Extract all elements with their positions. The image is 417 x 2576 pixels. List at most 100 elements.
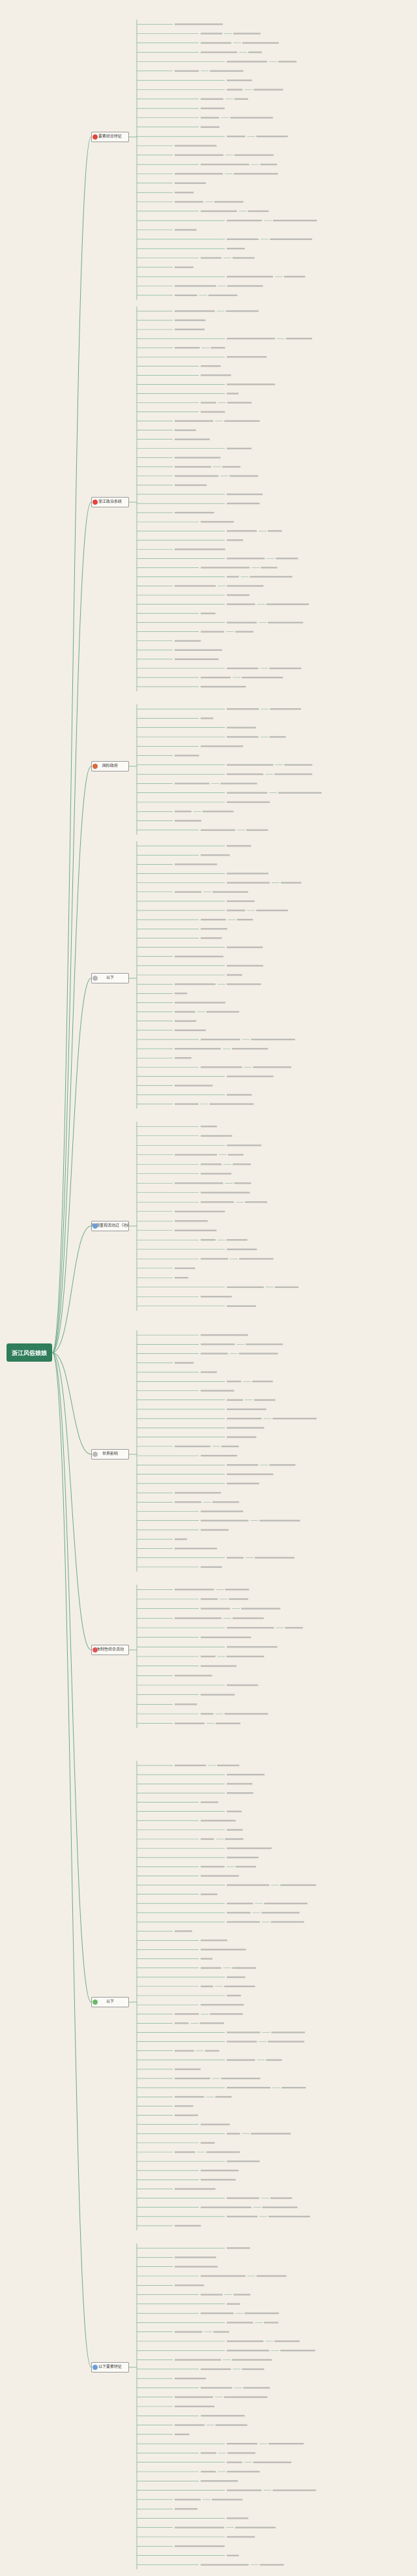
branch-node[interactable]: 浙江政治系统 <box>91 497 129 507</box>
leaf-node-text-placeholder <box>201 1343 235 1345</box>
leaf-node-text-placeholder <box>260 163 278 166</box>
subtree-trunk <box>129 307 137 691</box>
leaf-node-text-placeholder <box>227 2340 264 2343</box>
leaf-node-text-placeholder <box>175 145 217 147</box>
leaf-node-text-placeholder <box>175 649 223 651</box>
dot-icon <box>93 976 98 981</box>
leaf-node-text-placeholder <box>227 1976 246 1978</box>
branch-node[interactable]: 以下 <box>91 1997 129 2007</box>
leaf-node-text-placeholder <box>256 135 288 138</box>
leaf-node-text-placeholder <box>175 2331 203 2333</box>
leaf-node-text-placeholder <box>175 891 202 893</box>
leaf-node-text-placeholder <box>201 2170 239 2172</box>
leaf-node-text-placeholder <box>227 1557 244 1559</box>
leaf-node-text-placeholder <box>227 1154 244 1156</box>
leaf-node-text-placeholder <box>227 2160 260 2163</box>
leaf-node-text-placeholder <box>227 285 263 287</box>
leaf-node-text-placeholder <box>175 457 221 458</box>
leaf-node-text-placeholder <box>231 1047 268 1050</box>
leaf-node-text-placeholder <box>201 631 225 633</box>
leaf-node-text-placeholder <box>201 2452 217 2454</box>
leaf-node-text-placeholder <box>175 1103 199 1105</box>
leaf-node-text-placeholder <box>264 2322 279 2324</box>
leaf-node-text-placeholder <box>229 475 259 477</box>
leaf-node-text-placeholder <box>175 2013 199 2015</box>
leaf-node-text-placeholder <box>201 1163 222 1165</box>
leaf-node-text-placeholder <box>201 1066 242 1068</box>
leaf-node-text-placeholder <box>227 1075 274 1077</box>
leaf-node-text-placeholder <box>201 918 226 921</box>
leaf-node-text-placeholder <box>266 2059 282 2061</box>
leaf-node-text-placeholder <box>175 2224 201 2227</box>
leaf-node-text-placeholder <box>175 475 219 477</box>
leaf-node-text-placeholder <box>175 983 216 985</box>
leaf-node-text-placeholder <box>268 2215 310 2218</box>
leaf-node-text-placeholder <box>201 2275 246 2277</box>
leaf-node-text-placeholder <box>226 983 261 985</box>
leaf-node-text-placeholder <box>213 2331 229 2333</box>
leaf-node-text-placeholder <box>201 98 223 100</box>
leaf-node-text-placeholder <box>262 2206 298 2208</box>
leaf-node-text-placeholder <box>242 42 279 44</box>
root-node[interactable]: 浙江风俗娘娘 <box>7 1343 52 1362</box>
leaf-node-text-placeholder <box>224 420 260 422</box>
leaf-node-text-placeholder <box>227 801 270 803</box>
flag-icon <box>93 500 98 505</box>
branch-connector <box>51 1225 92 1353</box>
leaf-node-text-placeholder <box>210 70 244 72</box>
leaf-node-text-placeholder <box>227 447 252 449</box>
leaf-node-text-placeholder <box>227 2247 250 2249</box>
leaf-node-text-placeholder <box>226 1239 248 1241</box>
leaf-node-text-placeholder <box>227 2461 242 2463</box>
leaf-node-text-placeholder <box>175 1020 197 1022</box>
leaf-node-text-placeholder <box>175 1538 187 1540</box>
leaf-node-text-placeholder <box>245 1201 268 1203</box>
leaf-node-text-placeholder <box>227 1248 257 1250</box>
leaf-node-text-placeholder <box>269 238 313 241</box>
leaf-node-text-placeholder <box>227 946 263 948</box>
leaf-node-text-placeholder <box>227 792 268 794</box>
leaf-node-text-placeholder <box>233 33 261 35</box>
branch-connector <box>51 1352 92 1651</box>
leaf-node-text-placeholder <box>206 1011 240 1013</box>
leaf-node-text-placeholder <box>206 2151 240 2153</box>
leaf-node-text-placeholder <box>175 955 223 957</box>
leaf-node-text-placeholder <box>227 2350 270 2352</box>
dot-icon <box>93 1223 98 1229</box>
leaf-node-text-placeholder <box>222 466 241 468</box>
leaf-node-text-placeholder <box>175 1085 213 1086</box>
leaf-node-text-placeholder <box>201 2387 233 2389</box>
leaf-node-text-placeholder <box>175 466 212 468</box>
leaf-node-text-placeholder <box>229 1598 248 1600</box>
leaf-node-text-placeholder <box>201 685 246 688</box>
leaf-node-text-placeholder <box>175 1182 223 1184</box>
leaf-node-text-placeholder <box>201 1958 213 1960</box>
branch-node[interactable]: 要素综合特征 <box>91 132 129 142</box>
leaf-node-text-placeholder <box>201 2415 245 2417</box>
branch-node[interactable]: 以下要素特征 <box>91 2362 129 2373</box>
leaf-node-text-placeholder <box>175 2359 222 2361</box>
leaf-node-text-placeholder <box>278 61 297 63</box>
leaf-node-text-placeholder <box>201 1454 237 1457</box>
leaf-node-text-placeholder <box>201 126 220 128</box>
leaf-node-text-placeholder <box>201 1985 214 1988</box>
leaf-node-text-placeholder <box>227 603 255 605</box>
leaf-node-text-placeholder <box>268 622 304 623</box>
leaf-node-text-placeholder <box>227 1286 264 1288</box>
leaf-node-text-placeholder <box>209 1103 254 1105</box>
branch-node[interactable]: 世界影响 <box>91 1449 129 1460</box>
branch-node[interactable]: 以下 <box>91 973 129 983</box>
branch-node[interactable]: 体制性综合活动 <box>91 1645 129 1655</box>
branch-node[interactable]: 国际政府 <box>91 761 129 771</box>
leaf-node-text-placeholder <box>201 1566 222 1568</box>
branch-node[interactable]: 联想重视活动过（功能性、服务性） <box>91 1221 129 1231</box>
leaf-node-text-placeholder <box>175 229 197 231</box>
flag-icon <box>93 1647 98 1653</box>
leaf-node-text-placeholder <box>175 1501 201 1503</box>
branch-connector <box>51 136 92 1353</box>
leaf-node-text-placeholder <box>201 1353 228 1355</box>
leaf-node-text-placeholder <box>227 2059 255 2061</box>
leaf-node-text-placeholder <box>227 900 255 903</box>
leaf-node-text-placeholder <box>212 1501 239 1503</box>
leaf-node-text-placeholder <box>227 2086 271 2089</box>
